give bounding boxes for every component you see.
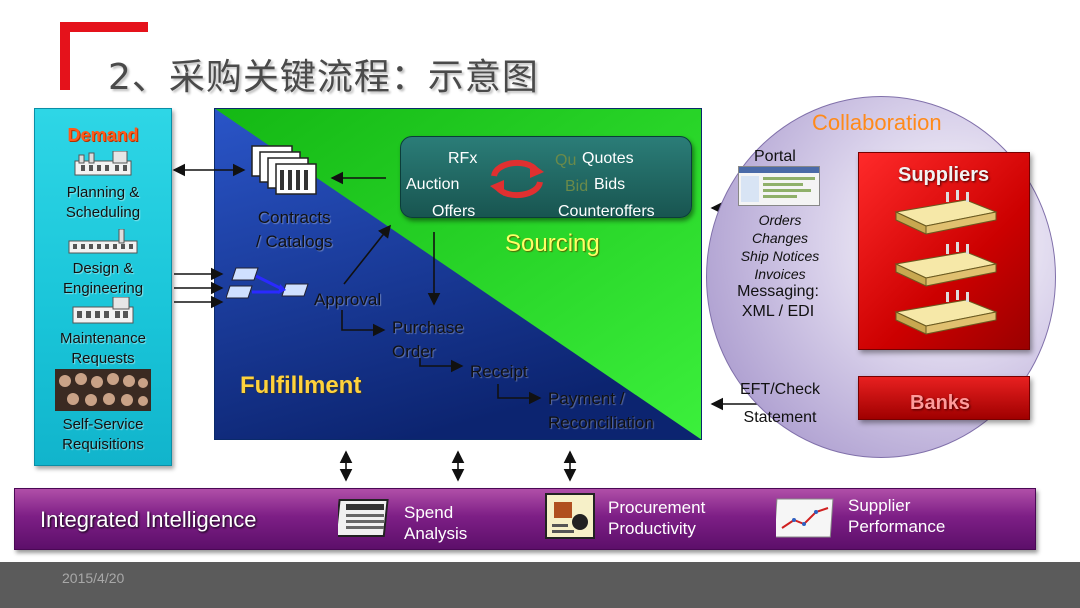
integrated-intelligence-bar: [14, 488, 1036, 550]
step-approval: Approval: [314, 290, 382, 309]
sourcing-ghost-quotes: Qu: [555, 152, 577, 169]
contracts-catalogs-label: Contracts / Catalogs: [256, 208, 333, 251]
eft-check-label: EFT/Check: [739, 381, 820, 398]
collaboration-title: Collaboration: [812, 110, 942, 135]
exchange-cycle-icon: [490, 159, 544, 199]
demand-panel: Demand Planning & Scheduling Design & En…: [34, 108, 172, 466]
demand-item-planning: Planning & Scheduling: [65, 184, 141, 221]
chart-icon: [776, 498, 834, 538]
banks-panel: [858, 376, 1030, 420]
productivity-icon: [545, 493, 595, 539]
doc-ship-notices: Ship Notices: [740, 248, 820, 264]
catalog-stack-icon: [251, 145, 317, 195]
suppliers-title: Suppliers: [898, 164, 990, 186]
messaging-label: Messaging: XML / EDI: [737, 283, 819, 320]
sourcing-label: Sourcing: [505, 230, 600, 257]
supplier-factories-icon: [894, 190, 998, 335]
sourcing-quotes: Quotes: [582, 150, 634, 167]
step-payment-reconciliation: Payment / Reconciliation: [548, 389, 654, 432]
sourcing-counteroffers: Counteroffers: [558, 203, 655, 220]
sourcing-bids: Bids: [594, 176, 626, 193]
doc-changes: Changes: [751, 230, 809, 246]
footer-date: 2015/4/20: [62, 570, 125, 586]
portal-label: Portal: [754, 148, 796, 165]
sourcing-offers: Offers: [432, 203, 476, 220]
factory-icon: [68, 229, 138, 254]
sourcing-ghost-bids: Bid: [565, 178, 589, 195]
statement-label: Statement: [743, 409, 817, 426]
people-photo: [55, 369, 151, 411]
intel-supplier-performance: Supplier Performance: [848, 496, 946, 536]
intelligence-title: Integrated Intelligence: [40, 507, 257, 532]
sourcing-rfx: RFx: [448, 150, 478, 167]
intel-spend-analysis: Spend Analysis: [404, 503, 468, 543]
fulfillment-label: Fulfillment: [240, 372, 362, 399]
footer-bar: [0, 562, 1080, 608]
doc-orders: Orders: [758, 212, 802, 228]
demand-item-self-service: Self-Service Requisitions: [62, 416, 144, 453]
doc-invoices: Invoices: [754, 266, 806, 282]
page-title: 2、采购关键流程：示意图: [108, 57, 539, 98]
banks-title: Banks: [910, 392, 971, 414]
step-purchase-order: Purchase Order: [392, 318, 464, 361]
sourcing-exchange-box: [400, 136, 692, 218]
demand-item-maintenance: Maintenance Requests: [60, 330, 146, 367]
portal-screenshot-icon: [738, 166, 820, 206]
factory-icon: [74, 151, 132, 176]
intel-procurement-productivity: Procurement Productivity: [608, 498, 706, 538]
approval-flow-icon: [226, 267, 309, 299]
step-receipt: Receipt: [470, 362, 528, 381]
sourcing-auction: Auction: [406, 176, 460, 193]
demand-item-design: Design & Engineering: [62, 260, 144, 297]
demand-title: Demand: [67, 125, 139, 145]
title-bracket-icon: [60, 22, 148, 90]
factory-icon: [72, 297, 134, 324]
spend-icon: [338, 499, 389, 537]
